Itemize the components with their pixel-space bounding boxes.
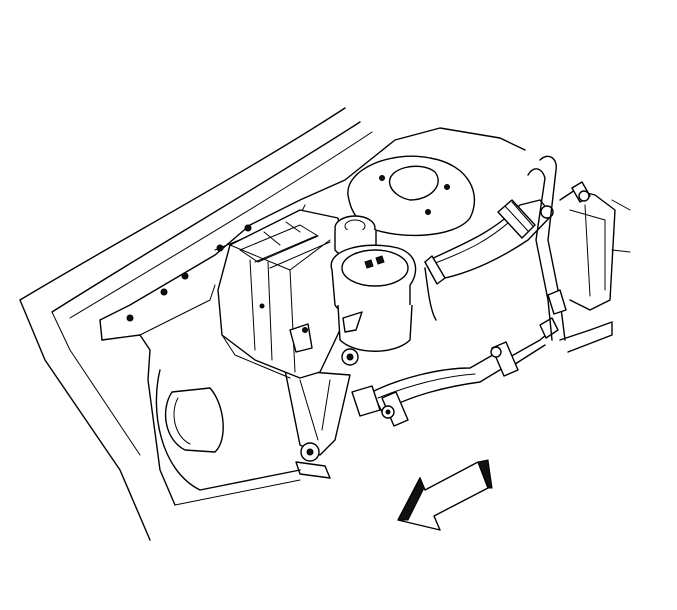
hose-clamp: [381, 341, 519, 427]
lower-heater-hose: [351, 317, 559, 417]
strut-tower: [347, 155, 475, 237]
engine-block: [527, 155, 631, 353]
front-fender-panel: [99, 127, 526, 506]
pressure-cap: [330, 215, 417, 366]
coolant-reservoir: [217, 209, 346, 379]
upper-heater-hose: [424, 199, 554, 321]
direction-arrow: [397, 459, 493, 531]
hood-edge: [19, 107, 373, 541]
reservoir-bracket: [284, 369, 351, 479]
